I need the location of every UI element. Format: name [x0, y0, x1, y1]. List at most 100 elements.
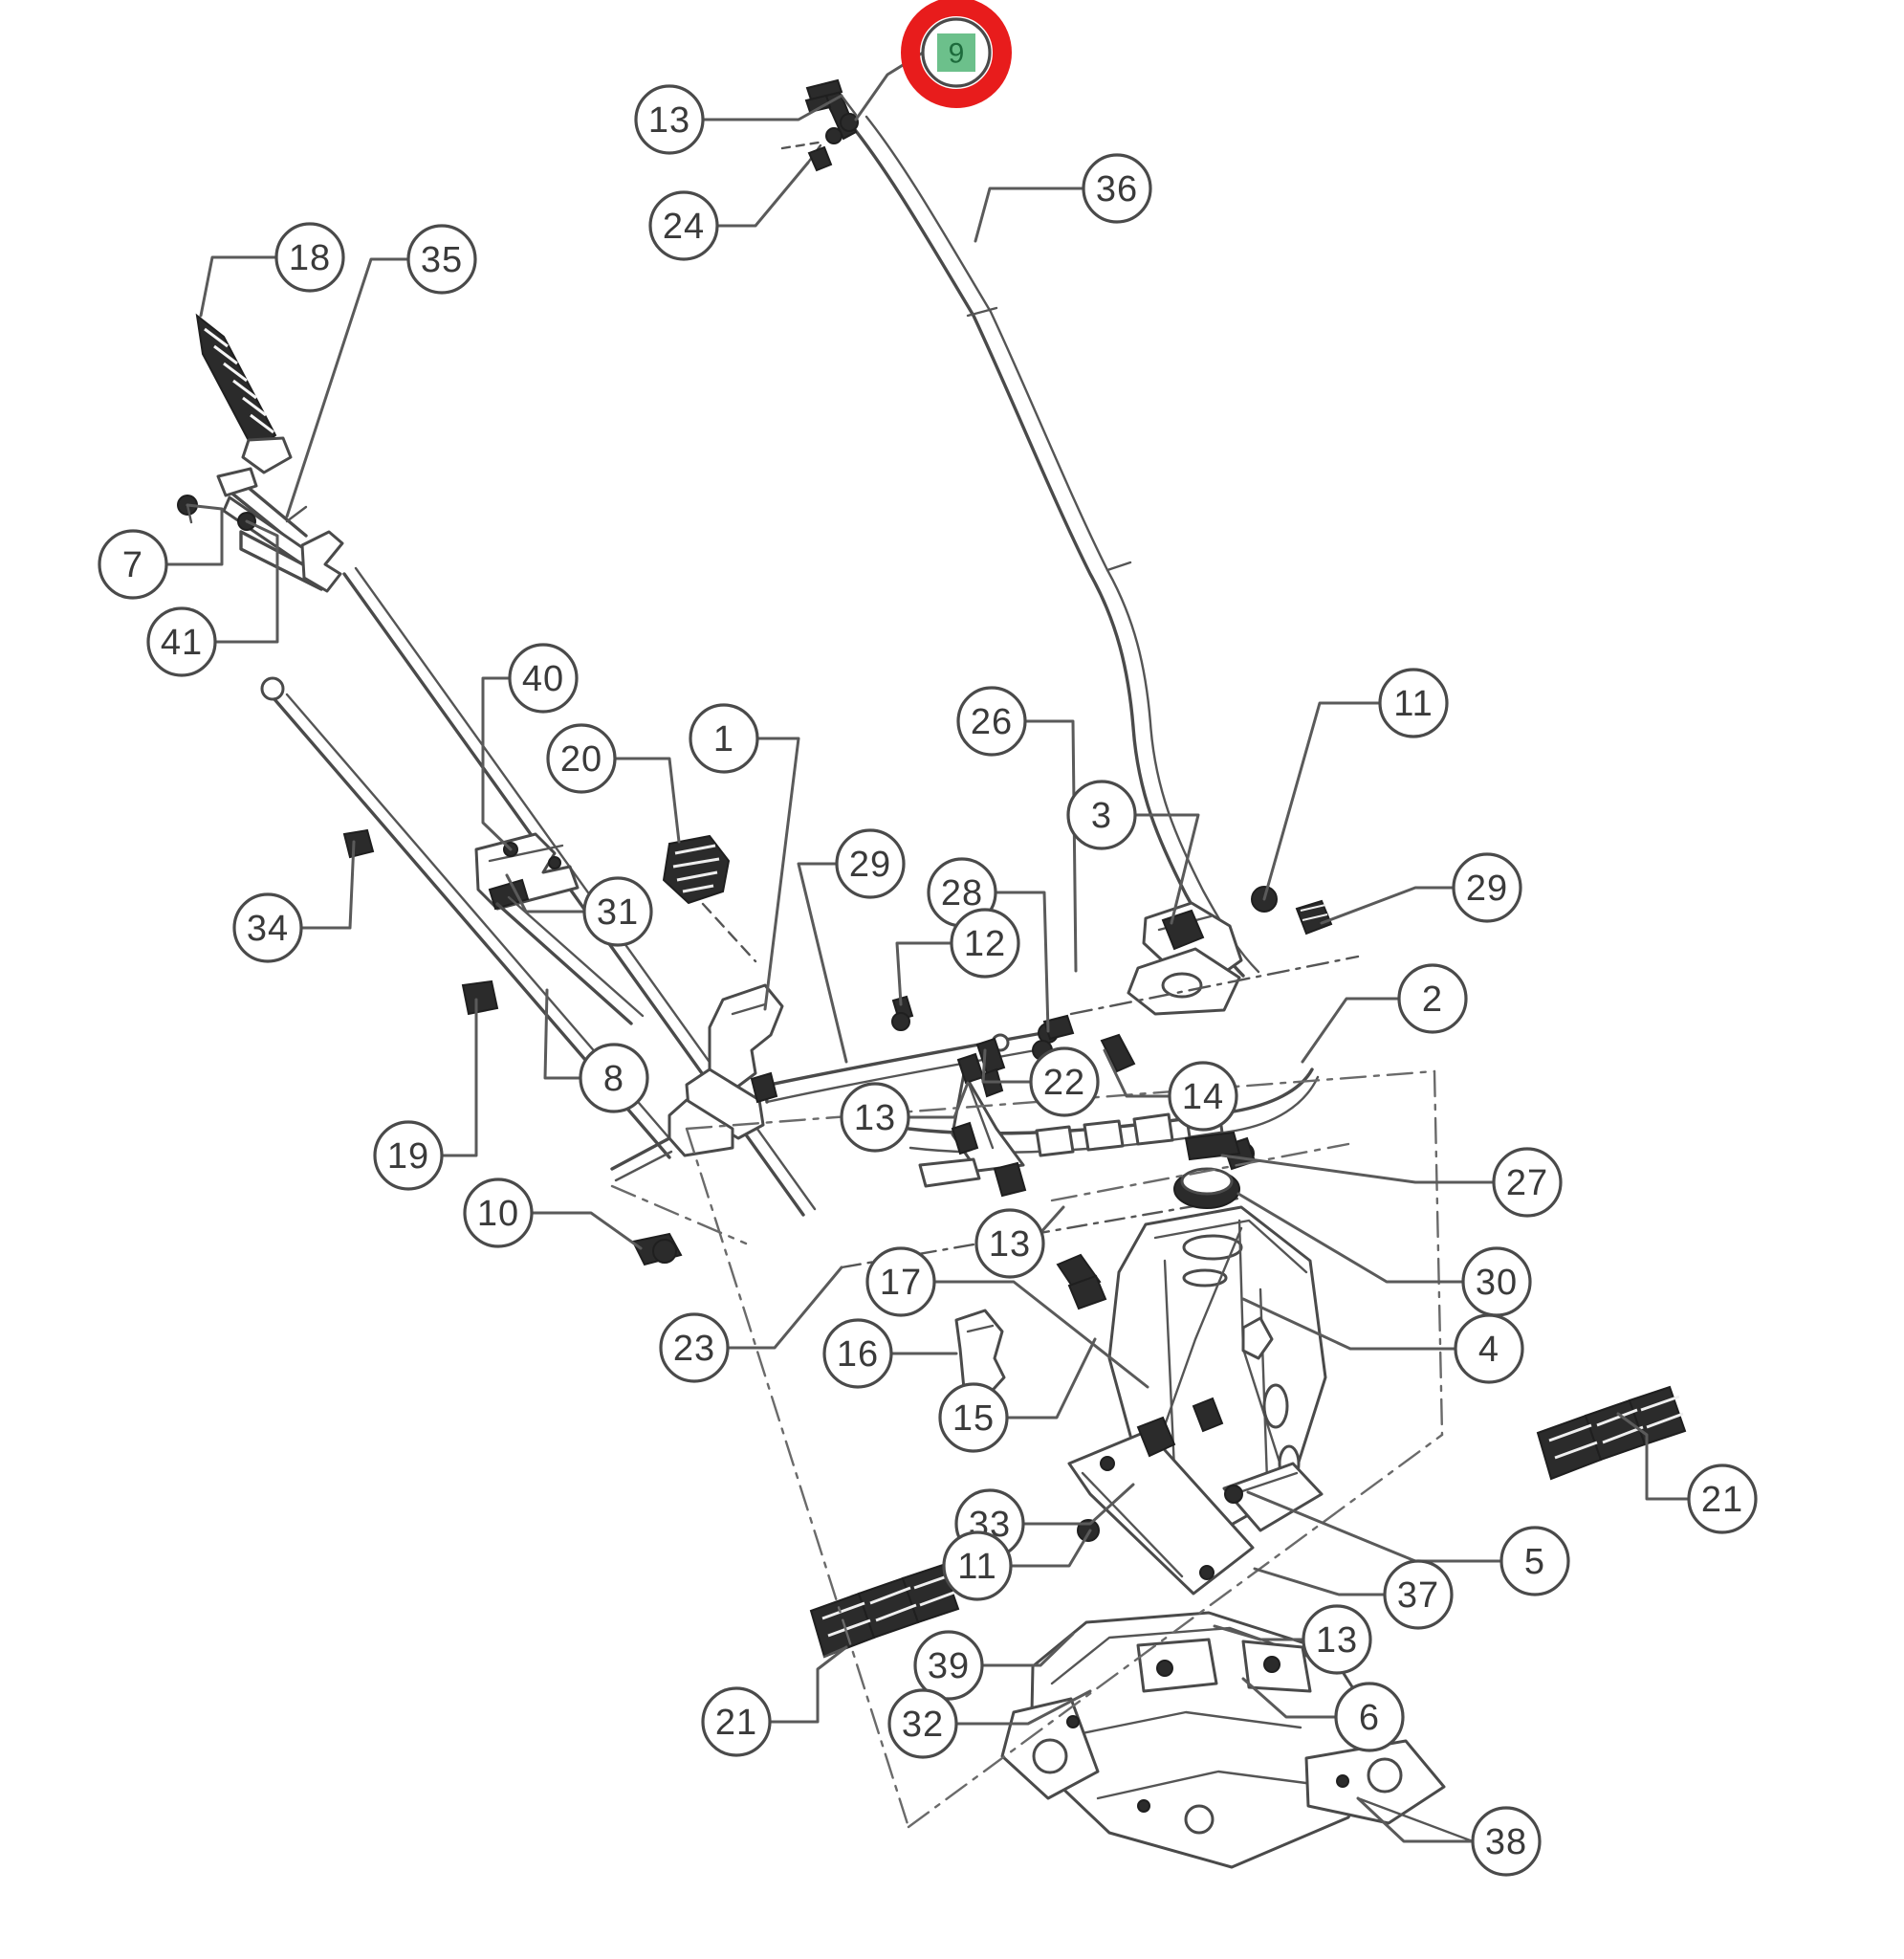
leader-line-11b: [1009, 1529, 1092, 1568]
callout-bubble-14[interactable]: 14: [1168, 1061, 1238, 1132]
callout-bubble-37[interactable]: 37: [1383, 1559, 1454, 1630]
callout-circle[interactable]: [1492, 1147, 1563, 1218]
callout-circle[interactable]: [1082, 153, 1152, 224]
callout-bubble-17[interactable]: 17: [865, 1246, 936, 1317]
callout-circle[interactable]: [634, 84, 705, 155]
callout-circle[interactable]: [865, 1246, 936, 1317]
callout-circle[interactable]: [232, 892, 303, 963]
callout-bubble-23[interactable]: 23: [659, 1312, 730, 1383]
callout-bubble-30[interactable]: 30: [1461, 1246, 1532, 1317]
callout-label: 35: [421, 240, 463, 280]
callout-circle[interactable]: [942, 1530, 1013, 1601]
callout-bubble-6[interactable]: 6: [1334, 1682, 1405, 1752]
callout-label: 5: [1524, 1542, 1545, 1582]
callout-circle[interactable]: [373, 1120, 444, 1191]
callout-bubble-18[interactable]: 18: [274, 222, 345, 293]
callout-circle[interactable]: [463, 1178, 534, 1248]
leader-line-18: [199, 255, 278, 318]
callout-bubble-32[interactable]: 32: [887, 1688, 958, 1759]
callout-bubble-19[interactable]: 19: [373, 1120, 444, 1191]
callout-label: 13: [989, 1224, 1031, 1265]
leader-line-34: [299, 840, 356, 930]
callout-circle[interactable]: [974, 1208, 1045, 1279]
highlight-chip[interactable]: [937, 33, 975, 72]
callout-bubble-40[interactable]: 40: [508, 643, 579, 714]
callout-circle[interactable]: [508, 643, 579, 714]
callout-circle[interactable]: [1687, 1464, 1758, 1534]
callout-bubble-13[interactable]: 13: [840, 1082, 910, 1153]
callout-circle[interactable]: [1454, 1313, 1524, 1384]
callout-circle[interactable]: [1383, 1559, 1454, 1630]
callout-bubble-20[interactable]: 20: [546, 723, 617, 794]
callout-bubble-38[interactable]: 38: [1471, 1806, 1542, 1877]
callout-circle[interactable]: [1452, 852, 1522, 923]
callout-circle[interactable]: [835, 828, 906, 899]
callout-circle[interactable]: [887, 1688, 958, 1759]
callout-circle[interactable]: [98, 529, 168, 600]
callout-bubble-5[interactable]: 5: [1499, 1526, 1570, 1596]
callout-bubble-35[interactable]: 35: [406, 224, 477, 295]
callout-bubble-41[interactable]: 41: [146, 606, 217, 677]
callout-label: 16: [837, 1334, 879, 1375]
callout-bubble-4[interactable]: 4: [1454, 1313, 1524, 1384]
callout-label: 4: [1478, 1330, 1499, 1370]
callout-bubble-1[interactable]: 1: [689, 703, 759, 774]
callout-bubble-39[interactable]: 39: [913, 1630, 984, 1701]
callout-bubble-13[interactable]: 13: [1302, 1604, 1372, 1675]
callout-bubble-26[interactable]: 26: [956, 686, 1027, 757]
callout-circle[interactable]: [1471, 1806, 1542, 1877]
callout-circle[interactable]: [582, 876, 653, 947]
callout-circle[interactable]: [406, 224, 477, 295]
callout-bubble-2[interactable]: 2: [1397, 963, 1468, 1034]
callout-circle[interactable]: [701, 1686, 772, 1757]
callout-bubble-36[interactable]: 36: [1082, 153, 1152, 224]
callout-bubble-22[interactable]: 22: [1029, 1046, 1100, 1117]
callout-bubble-27[interactable]: 27: [1492, 1147, 1563, 1218]
callout-bubble-8[interactable]: 8: [579, 1043, 649, 1113]
callout-circle[interactable]: [1066, 780, 1137, 850]
callout-circle[interactable]: [913, 1630, 984, 1701]
callout-bubble-12[interactable]: 12: [950, 908, 1020, 979]
callout-bubble-21[interactable]: 21: [1687, 1464, 1758, 1534]
callout-label: 31: [597, 892, 639, 933]
callout-label: 2: [1422, 980, 1443, 1020]
callout-bubble-13[interactable]: 13: [634, 84, 705, 155]
callout-bubble-10[interactable]: 10: [463, 1178, 534, 1248]
callout-circle[interactable]: [659, 1312, 730, 1383]
callout-circle[interactable]: [1029, 1046, 1100, 1117]
callout-bubble-21[interactable]: 21: [701, 1686, 772, 1757]
callout-circle[interactable]: [1397, 963, 1468, 1034]
callout-circle[interactable]: [546, 723, 617, 794]
callout-bubble-11[interactable]: 11: [1378, 668, 1449, 738]
callout-bubble-16[interactable]: 16: [822, 1318, 893, 1389]
callout-circle[interactable]: [1302, 1604, 1372, 1675]
callout-bubble-29[interactable]: 29: [835, 828, 906, 899]
callout-circle[interactable]: [146, 606, 217, 677]
callout-circle[interactable]: [1334, 1682, 1405, 1752]
callout-bubble-29[interactable]: 29: [1452, 852, 1522, 923]
callout-circle[interactable]: [938, 1382, 1009, 1453]
callout-bubble-15[interactable]: 15: [938, 1382, 1009, 1453]
callout-bubble-11[interactable]: 11: [942, 1530, 1013, 1601]
callout-circle[interactable]: [274, 222, 345, 293]
callout-bubble-31[interactable]: 31: [582, 876, 653, 947]
callout-circle[interactable]: [956, 686, 1027, 757]
callout-bubble-3[interactable]: 3: [1066, 780, 1137, 850]
callout-circle[interactable]: [648, 190, 719, 261]
callout-circle[interactable]: [822, 1318, 893, 1389]
callout-circle[interactable]: [1499, 1526, 1570, 1596]
callout-circle[interactable]: [1378, 668, 1449, 738]
callout-bubble-13[interactable]: 13: [974, 1208, 1045, 1279]
callout-bubble-24[interactable]: 24: [648, 190, 719, 261]
callout-circle[interactable]: [689, 703, 759, 774]
callout-circle[interactable]: [1168, 1061, 1238, 1132]
leader-line-29b: [1320, 886, 1455, 925]
callout-label: 15: [952, 1398, 995, 1439]
leader-line-15: [1005, 1337, 1097, 1420]
callout-label: 1: [713, 719, 734, 759]
callout-bubble-7[interactable]: 7: [98, 529, 168, 600]
callout-circle[interactable]: [840, 1082, 910, 1153]
callout-circle[interactable]: [950, 908, 1020, 979]
callout-circle[interactable]: [579, 1043, 649, 1113]
callout-bubble-34[interactable]: 34: [232, 892, 303, 963]
